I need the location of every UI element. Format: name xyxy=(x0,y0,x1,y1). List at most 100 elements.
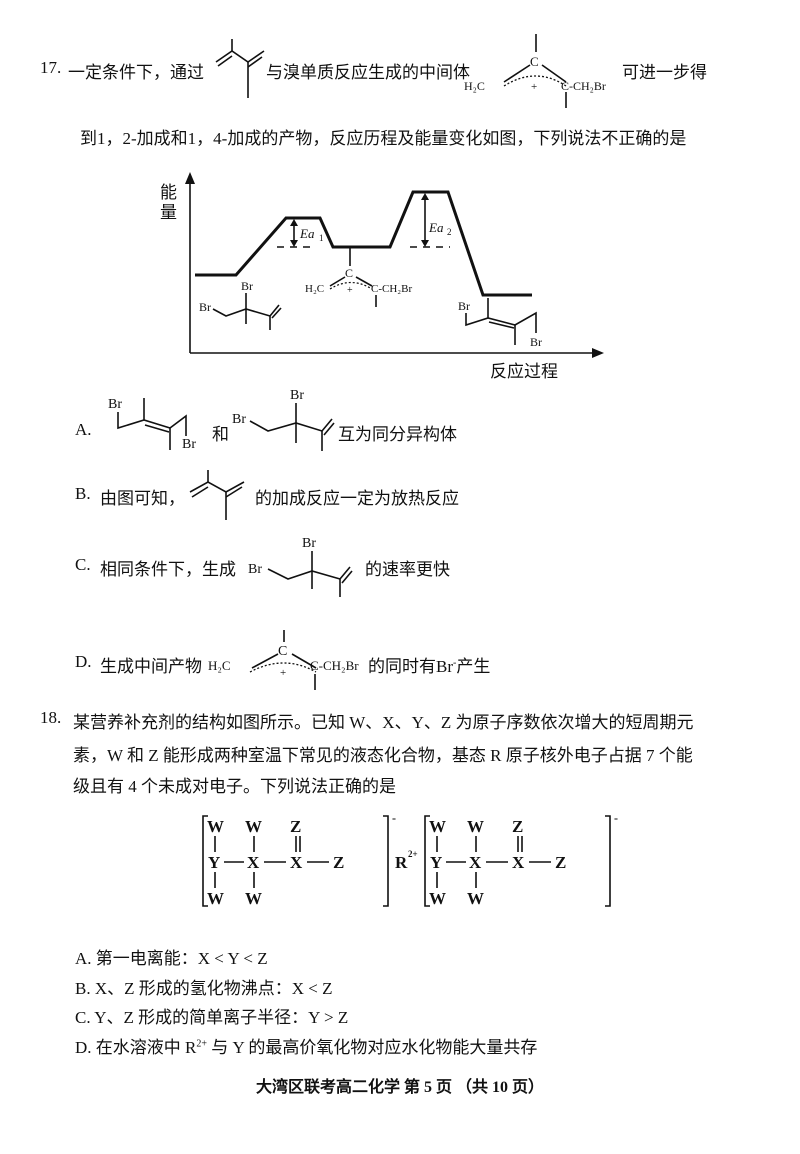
axes xyxy=(185,172,604,358)
atom-x: X xyxy=(290,853,303,872)
q17-option-b-text-start: 由图可知， xyxy=(100,489,185,508)
option-text: 在水溶液中 R xyxy=(95,1038,197,1057)
atom-x: X xyxy=(512,853,525,872)
option-a-12-adduct: Br Br xyxy=(232,388,335,451)
q17-option-c-text-end: 的速率更快 xyxy=(365,560,450,579)
bromide-charge: - xyxy=(453,657,457,669)
charge-plus: + xyxy=(347,285,353,296)
group-c-ch2br: C-CH₂Br xyxy=(371,283,412,295)
option-label: A. xyxy=(75,949,92,968)
atom-x: X xyxy=(469,853,482,872)
option-label: B. xyxy=(75,979,91,998)
atom-br: Br xyxy=(199,300,211,314)
atom-c: C xyxy=(530,54,539,69)
q17-option-c-label: C. xyxy=(75,555,91,574)
atom-c: C xyxy=(345,266,353,280)
atom-h2c: H₂C xyxy=(464,79,485,93)
ea2-label: Ea xyxy=(428,220,444,235)
q18-text-line2: 素，W 和 Z 能形成两种室温下常见的液态化合物，基态 R 原子核外电子占据 7… xyxy=(73,746,693,765)
atom-w: W xyxy=(245,817,262,836)
atom-w: W xyxy=(245,889,262,908)
q17-option-a-label: A. xyxy=(75,420,92,439)
q17-option-d-label: D. xyxy=(75,652,92,671)
q17-option-d-text-start: 生成中间产物 xyxy=(100,657,202,676)
option-text: X、Z 形成的氢化物沸点：X < Z xyxy=(94,979,333,998)
q18-option-b: B. X、Z 形成的氢化物沸点：X < Z xyxy=(75,974,333,999)
atom-w: W xyxy=(207,817,224,836)
atom-z: Z xyxy=(512,817,523,836)
q18-text-line3: 级且有 4 个未成对电子。下列说法正确的是 xyxy=(73,777,396,796)
option-label: D. xyxy=(75,1038,92,1057)
cation-r: R xyxy=(395,853,408,872)
q18-option-d: D. 在水溶液中 R2+ 与 Y 的最高价氧化物对应水化物能大量共存 xyxy=(75,1033,537,1058)
atom-br: Br xyxy=(530,335,542,349)
ea1-subscript: 1 xyxy=(319,233,324,243)
charge-plus: + xyxy=(531,81,537,93)
option-c-12-adduct: Br Br xyxy=(248,536,353,597)
atom-br: Br xyxy=(302,536,316,551)
q17-option-d-text-end: 的同时有Br-产生 xyxy=(368,652,490,677)
energy-curve xyxy=(195,190,532,297)
q18-option-c: C. Y、Z 形成的简单离子半径：Y > Z xyxy=(75,1003,348,1028)
atom-w: W xyxy=(429,817,446,836)
option-text: Y、Z 形成的简单离子半径：Y > Z xyxy=(94,1008,349,1027)
atom-c: C xyxy=(278,644,287,659)
q17-option-a-text: 互为同分异构体 xyxy=(338,425,457,444)
atom-br: Br xyxy=(232,412,246,427)
option-d-intermediate: C + H₂C C-CH₂Br xyxy=(208,630,359,690)
diagram-14-adduct: Br Br xyxy=(458,298,542,349)
option-text: 第一电离能：X < Y < Z xyxy=(95,949,268,968)
text: 的同时有 xyxy=(368,657,436,676)
option-text: 与 Y 的最高价氧化物对应水化物能大量共存 xyxy=(207,1038,538,1057)
diagram-intermediate: C + H₂C C-CH₂Br xyxy=(305,248,412,307)
q17-option-a-and: 和 xyxy=(212,425,229,444)
q18-option-a: A. 第一电离能：X < Y < Z xyxy=(75,944,268,969)
charge: 2+ xyxy=(196,1038,208,1050)
page-footer: 大湾区联考高二化学 第 5 页 （共 10 页） xyxy=(255,1079,544,1096)
q18-text-line1: 某营养补充剂的结构如图所示。已知 W、X、Y、Z 为原子序数依次增大的短周期元 xyxy=(73,713,694,732)
q17-text-a: 一定条件下，通过 xyxy=(68,63,204,82)
q18-number: 18. xyxy=(40,708,62,727)
atom-y: Y xyxy=(208,853,220,872)
atom-z: Z xyxy=(333,853,344,872)
q17-number: 17. xyxy=(40,58,62,77)
atom-br: Br xyxy=(108,397,122,412)
atom-br: Br xyxy=(241,279,253,293)
group-c-ch2br: C-CH₂Br xyxy=(310,658,359,673)
atom-br: Br xyxy=(458,299,470,313)
q17-option-b-label: B. xyxy=(75,484,91,503)
atom-w: W xyxy=(207,889,224,908)
atom-w: W xyxy=(467,889,484,908)
q17-text-b: 与溴单质反应生成的中间体 xyxy=(266,63,470,82)
bromide: Br xyxy=(436,657,453,676)
q17-text-c: 可进一步得 xyxy=(622,63,707,82)
charge-plus: + xyxy=(280,667,286,679)
atom-x: X xyxy=(247,853,260,872)
q18-structure: - W W Z Y X X Z W W R 2+ - W W Z Y X X Z… xyxy=(202,811,618,908)
group-c-ch2br: C-CH₂Br xyxy=(561,79,606,93)
diagram-12-adduct: Br Br xyxy=(199,279,282,330)
option-a-14-adduct: Br Br xyxy=(108,397,196,452)
q17-option-b-text-end: 的加成反应一定为放热反应 xyxy=(255,489,459,508)
atom-h2c: H₂C xyxy=(208,658,231,673)
atom-z: Z xyxy=(555,853,566,872)
q17-option-c-text-start: 相同条件下，生成 xyxy=(100,560,236,579)
ea1-label: Ea xyxy=(299,226,315,241)
option-b-diene xyxy=(189,470,245,520)
diene-structure xyxy=(215,39,265,98)
x-axis-label: 反应过程 xyxy=(490,362,558,381)
atom-w: W xyxy=(467,817,484,836)
option-label: C. xyxy=(75,1008,91,1027)
energy-diagram: Ea 1 Ea 2 C + H₂C C-CH₂Br Br Br Br Br xyxy=(185,172,604,358)
atom-br: Br xyxy=(290,388,304,403)
anion-right: - W W Z Y X X Z W W xyxy=(424,811,618,908)
atom-w: W xyxy=(429,889,446,908)
atom-br: Br xyxy=(182,437,196,452)
cation-charge: 2+ xyxy=(408,849,418,859)
text: 产生 xyxy=(456,657,491,676)
anion-left: - W W Z Y X X Z W W xyxy=(202,811,396,908)
y-axis-label: 能量 xyxy=(160,183,177,222)
atom-br: Br xyxy=(248,562,262,577)
atom-z: Z xyxy=(290,817,301,836)
charge: - xyxy=(392,811,396,825)
